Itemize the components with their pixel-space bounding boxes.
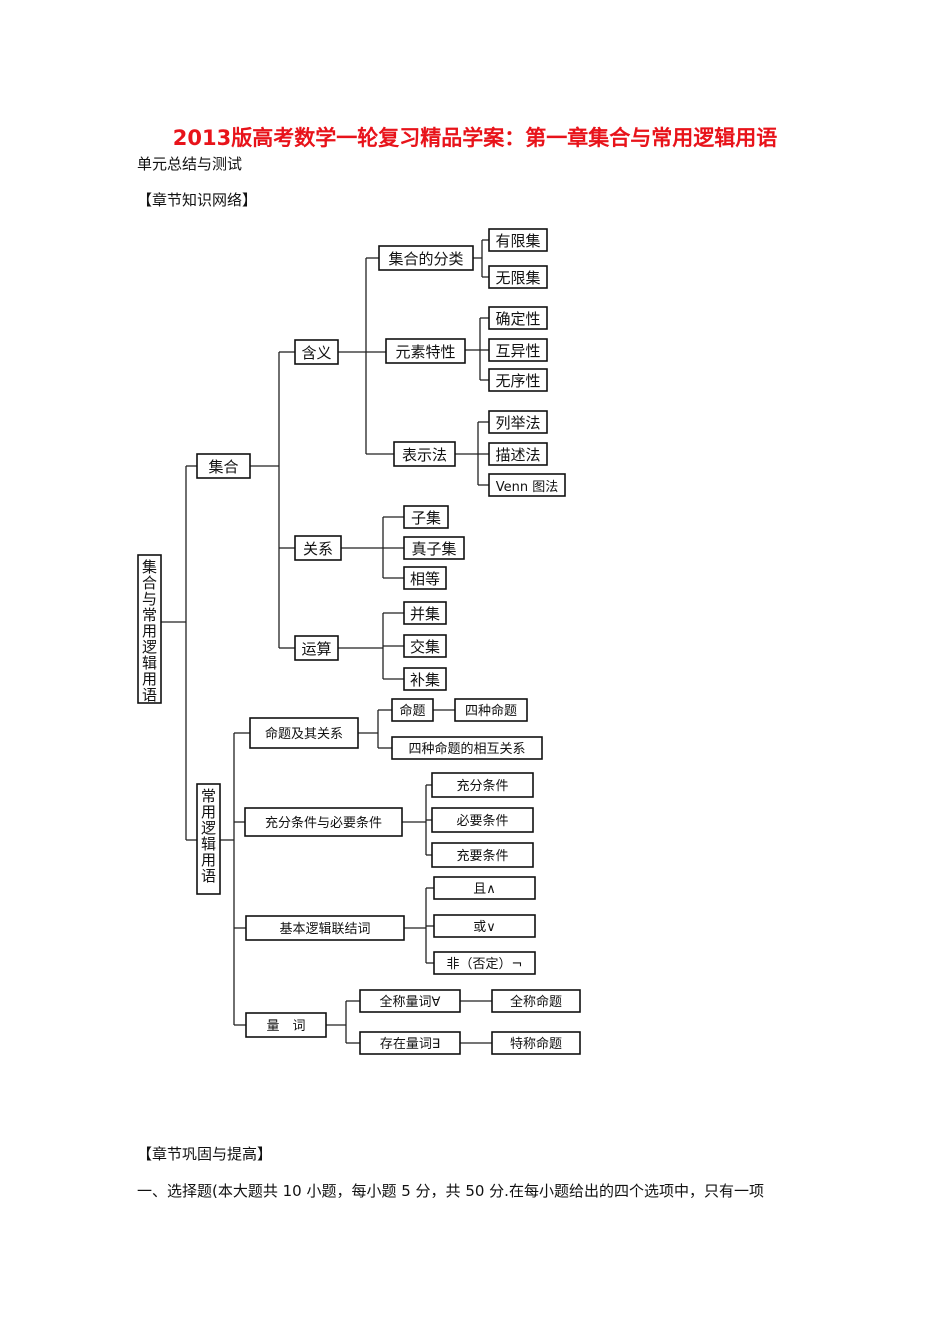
node-and-label: 且∧ bbox=[473, 882, 496, 897]
node-necessary-condition-label: 必要条件 bbox=[456, 813, 508, 829]
section-heading-network: 【章节知识网络】 bbox=[137, 191, 258, 209]
connector-lines bbox=[161, 239, 492, 1044]
node-representation: 表示法 bbox=[393, 441, 456, 467]
node-universal-proposition-label: 全称命题 bbox=[510, 994, 562, 1010]
node-meaning-label: 含义 bbox=[301, 344, 331, 362]
node-subset-label: 子集 bbox=[411, 509, 441, 527]
node-complement: 补集 bbox=[403, 667, 447, 691]
node-root: 集合与常用逻辑用语 bbox=[137, 554, 162, 704]
node-classification-label: 集合的分类 bbox=[388, 250, 463, 268]
node-equal: 相等 bbox=[403, 566, 447, 590]
node-four-propositions-relations-label: 四种命题的相互关系 bbox=[408, 741, 525, 757]
node-proposition: 命题 bbox=[391, 698, 434, 722]
subtitle: 单元总结与测试 bbox=[137, 155, 243, 173]
node-finite-set: 有限集 bbox=[488, 228, 548, 252]
node-equal-label: 相等 bbox=[410, 570, 440, 588]
node-logic-label: 常用逻辑用语 bbox=[201, 787, 216, 885]
node-meaning: 含义 bbox=[294, 339, 339, 365]
node-set-label: 集合 bbox=[208, 458, 238, 476]
node-not: 非（否定）¬ bbox=[433, 951, 536, 975]
node-quantifiers: 量 词 bbox=[245, 1012, 327, 1038]
node-proposition-label: 命题 bbox=[399, 703, 425, 719]
node-properties: 元素特性 bbox=[385, 338, 466, 364]
node-roster-method: 列举法 bbox=[488, 410, 548, 434]
node-proper-subset: 真子集 bbox=[403, 536, 465, 560]
node-unorderedness: 无序性 bbox=[488, 368, 548, 392]
node-universal-quantifier: 全称量词∀ bbox=[359, 989, 461, 1013]
node-relation: 关系 bbox=[294, 535, 342, 561]
node-venn-method-label: Venn 图法 bbox=[496, 480, 559, 495]
node-existential-quantifier: 存在量词∃ bbox=[359, 1031, 461, 1055]
node-intersection: 交集 bbox=[403, 634, 447, 658]
node-distinctness: 互异性 bbox=[488, 338, 548, 362]
node-four-propositions-label: 四种命题 bbox=[465, 703, 517, 719]
node-conditions-label: 充分条件与必要条件 bbox=[265, 815, 382, 831]
node-four-propositions: 四种命题 bbox=[454, 698, 528, 722]
node-necessary-sufficient-condition-label: 充要条件 bbox=[456, 848, 508, 864]
question-intro: 一、选择题(本大题共 10 小题，每小题 5 分，共 50 分.在每小题给出的四… bbox=[137, 1182, 764, 1200]
node-distinctness-label: 互异性 bbox=[495, 342, 540, 360]
node-finite-set-label: 有限集 bbox=[495, 232, 540, 250]
node-conditions: 充分条件与必要条件 bbox=[244, 807, 403, 837]
node-sufficient-condition-label: 充分条件 bbox=[456, 778, 508, 794]
node-infinite-set: 无限集 bbox=[488, 265, 548, 289]
node-set: 集合 bbox=[196, 453, 251, 479]
node-subset: 子集 bbox=[403, 505, 449, 529]
node-connectives-label: 基本逻辑联结词 bbox=[279, 922, 370, 937]
node-determinacy-label: 确定性 bbox=[495, 310, 540, 328]
node-necessary-condition: 必要条件 bbox=[431, 807, 534, 833]
node-union-label: 并集 bbox=[410, 605, 440, 623]
node-existential-proposition-label: 特称命题 bbox=[510, 1036, 562, 1052]
node-determinacy: 确定性 bbox=[488, 306, 548, 330]
node-relation-label: 关系 bbox=[303, 540, 333, 558]
node-operation: 运算 bbox=[294, 635, 339, 661]
node-existential-quantifier-label: 存在量词∃ bbox=[380, 1037, 440, 1052]
node-venn-method: Venn 图法 bbox=[488, 473, 566, 497]
node-description-method: 描述法 bbox=[488, 442, 548, 466]
node-proper-subset-label: 真子集 bbox=[411, 540, 456, 558]
node-complement-label: 补集 bbox=[410, 671, 440, 689]
node-properties-label: 元素特性 bbox=[395, 343, 455, 361]
node-existential-proposition: 特称命题 bbox=[491, 1031, 581, 1055]
node-union: 并集 bbox=[403, 601, 447, 625]
node-intersection-label: 交集 bbox=[410, 638, 440, 656]
node-unorderedness-label: 无序性 bbox=[495, 372, 540, 390]
node-necessary-sufficient-condition: 充要条件 bbox=[431, 842, 534, 868]
node-or-label: 或∨ bbox=[473, 920, 496, 935]
node-universal-quantifier-label: 全称量词∀ bbox=[380, 994, 441, 1010]
node-sufficient-condition: 充分条件 bbox=[431, 772, 534, 798]
node-propositions-label: 命题及其关系 bbox=[265, 726, 343, 742]
node-classification: 集合的分类 bbox=[378, 245, 474, 271]
node-root-label: 集合与常用逻辑用语 bbox=[142, 558, 157, 704]
node-logic: 常用逻辑用语 bbox=[196, 783, 221, 895]
node-not-label: 非（否定）¬ bbox=[447, 957, 523, 972]
document-title: 2013版高考数学一轮复习精品学案：第一章集合与常用逻辑用语 bbox=[172, 126, 778, 150]
node-quantifiers-label: 量 词 bbox=[266, 1019, 305, 1034]
node-representation-label: 表示法 bbox=[402, 446, 447, 464]
node-description-method-label: 描述法 bbox=[495, 446, 540, 464]
node-operation-label: 运算 bbox=[301, 640, 331, 658]
node-connectives: 基本逻辑联结词 bbox=[245, 915, 405, 941]
node-four-propositions-relations: 四种命题的相互关系 bbox=[391, 736, 543, 760]
node-roster-method-label: 列举法 bbox=[495, 414, 540, 432]
node-infinite-set-label: 无限集 bbox=[495, 269, 540, 287]
node-and: 且∧ bbox=[433, 876, 536, 900]
node-universal-proposition: 全称命题 bbox=[491, 989, 581, 1013]
node-or: 或∨ bbox=[433, 914, 536, 938]
section-heading-consolidate: 【章节巩固与提高】 bbox=[137, 1145, 273, 1163]
node-propositions: 命题及其关系 bbox=[249, 717, 359, 749]
